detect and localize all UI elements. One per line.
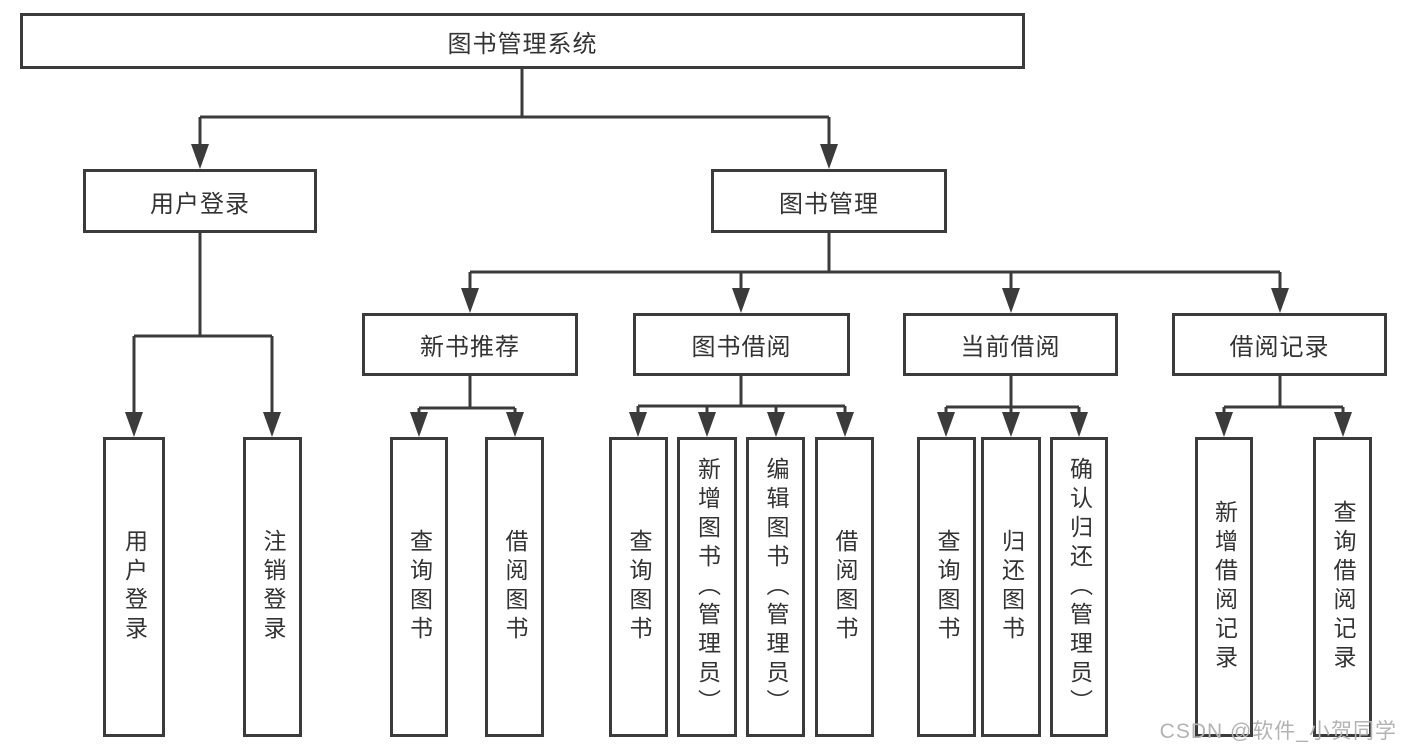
leaf-edit-books-admin: 编辑图书（管理员） [746, 437, 805, 737]
node-library-system-label: 图书管理系统 [447, 30, 598, 58]
node-user-login: 用户登录 [83, 169, 317, 233]
leaf-return-books: 归还图书 [981, 437, 1041, 737]
leaf-query-borrow-record: 查询借阅记录 [1313, 437, 1372, 737]
leaf-borrow-books-borrowing-label: 借阅图书 [832, 529, 858, 645]
arrowheads-book-borrowing-leaves [629, 412, 854, 437]
leaf-user-login: 用户登录 [103, 437, 165, 737]
leaf-return-books-label: 归还图书 [998, 529, 1025, 645]
arrowheads-borrowing-records-leaves [1215, 412, 1352, 437]
leaf-user-login-label: 用户登录 [121, 529, 148, 645]
leaf-logout-login-label: 注销登录 [260, 529, 286, 645]
connectors-book-borrowing-to-leaves [636, 376, 847, 413]
connectors-current-borrowing-to-leaves [944, 376, 1081, 413]
connectors-borrowing-records-to-leaves [1222, 376, 1345, 413]
node-book-management: 图书管理 [711, 169, 947, 233]
leaf-confirm-return-admin: 确认归还（管理员） [1050, 437, 1108, 737]
node-book-borrowing-label: 图书借阅 [691, 334, 792, 361]
node-new-book-recommend: 新书推荐 [362, 313, 578, 376]
node-new-book-recommend-label: 新书推荐 [420, 334, 520, 361]
leaf-query-books-current: 查询图书 [917, 437, 976, 737]
node-borrowing-records-label: 借阅记录 [1229, 334, 1330, 361]
leaf-query-books-recommend-label: 查询图书 [406, 529, 433, 645]
connectors-root-to-level2 [198, 69, 831, 145]
node-user-login-label: 用户登录 [150, 190, 250, 218]
leaf-add-books-admin: 新增图书（管理员） [677, 437, 737, 737]
leaf-query-borrow-record-label: 查询借阅记录 [1330, 500, 1356, 674]
node-book-borrowing: 图书借阅 [633, 313, 850, 376]
node-book-management-label: 图书管理 [779, 190, 879, 218]
arrowheads-current-borrowing-leaves [937, 412, 1088, 437]
connectors-book-management-to-level3 [468, 233, 1282, 289]
node-current-borrowing-label: 当前借阅 [960, 334, 1061, 361]
leaf-logout-login: 注销登录 [243, 437, 302, 737]
node-borrowing-records: 借阅记录 [1172, 313, 1387, 376]
leaf-confirm-return-admin-label: 确认归还（管理员） [1066, 456, 1093, 718]
leaf-query-books-current-label: 查询图书 [934, 529, 960, 645]
node-current-borrowing: 当前借阅 [903, 313, 1118, 376]
leaf-borrow-books-recommend-label: 借阅图书 [502, 529, 528, 645]
leaf-query-books-borrowing-label: 查询图书 [626, 529, 652, 645]
leaf-query-books-recommend: 查询图书 [390, 437, 448, 737]
arrowheads-level2 [191, 144, 838, 169]
leaf-borrow-books-recommend: 借阅图书 [485, 437, 544, 737]
arrowheads-user-login-leaves [125, 412, 281, 437]
leaf-add-borrow-record-label: 新增借阅记录 [1211, 500, 1238, 674]
connectors-user-login-to-leaves [132, 233, 274, 413]
csdn-watermark: CSDN @软件_小贺同学 [1159, 720, 1397, 743]
leaf-edit-books-admin-label: 编辑图书（管理员） [763, 456, 789, 718]
node-library-system: 图书管理系统 [20, 13, 1025, 69]
leaf-borrow-books-borrowing: 借阅图书 [815, 437, 874, 737]
connectors-new-book-to-leaves [417, 376, 517, 413]
leaf-add-books-admin-label: 新增图书（管理员） [694, 456, 721, 718]
arrowheads-new-book-leaves [410, 412, 524, 437]
arrowheads-level3 [461, 288, 1289, 313]
leaf-add-borrow-record: 新增借阅记录 [1195, 437, 1253, 737]
leaf-query-books-borrowing: 查询图书 [609, 437, 668, 737]
